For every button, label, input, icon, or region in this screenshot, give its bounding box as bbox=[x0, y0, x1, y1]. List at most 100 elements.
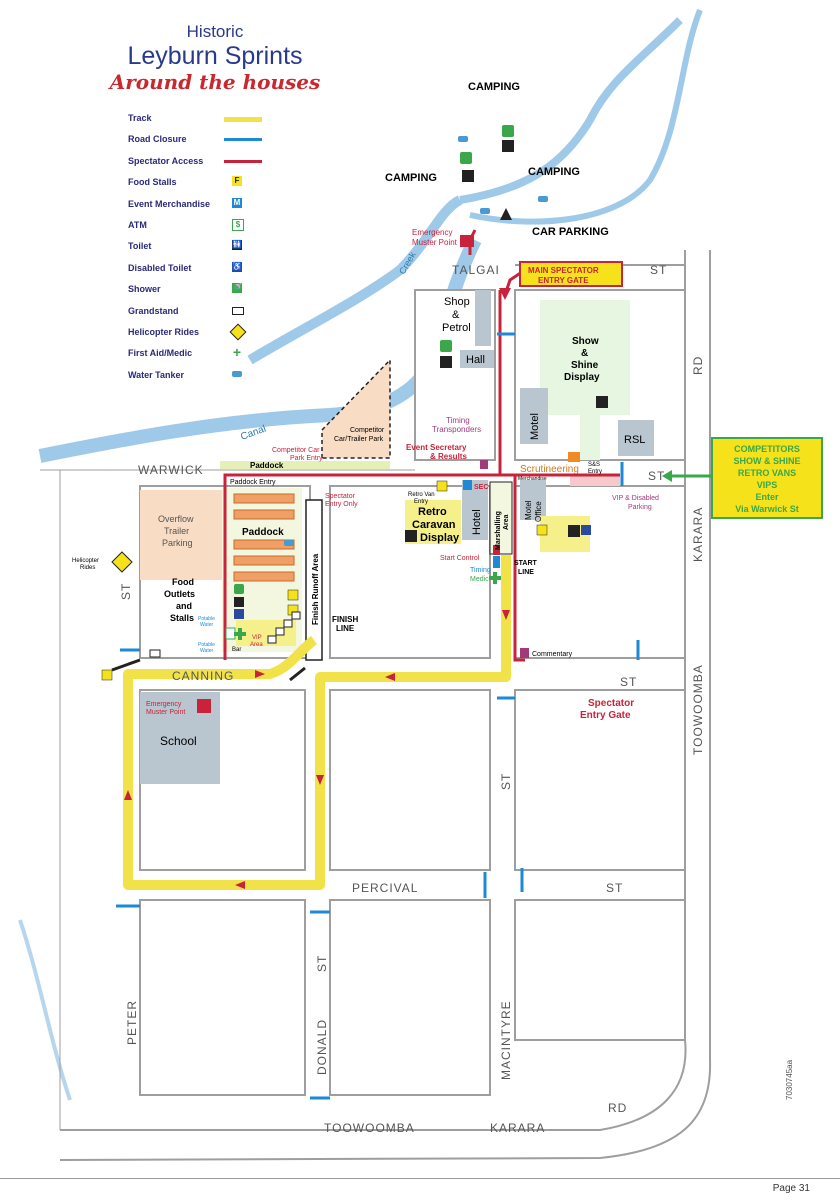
label-start-line-2: LINE bbox=[518, 569, 534, 576]
arrow-competitors-icon bbox=[662, 470, 712, 482]
label-event-sec-1: Event Secretary bbox=[406, 443, 467, 452]
label-emergency-top: Emergency bbox=[412, 228, 452, 237]
label-paddock-main: Paddock bbox=[242, 527, 284, 538]
label-rsl: RSL bbox=[624, 434, 645, 446]
title-leyburn-sprints: Leyburn Sprints bbox=[127, 42, 303, 70]
label-car-parking: CAR PARKING bbox=[532, 226, 609, 238]
label-finish-line-1: FINISH bbox=[332, 615, 358, 624]
toilet-icon bbox=[234, 140, 608, 607]
label-spectator-gate-2: Entry Gate bbox=[580, 710, 631, 721]
label-shop-2: & bbox=[452, 309, 460, 321]
label-food-3: and bbox=[176, 601, 192, 611]
label-potable-3: Potable bbox=[198, 642, 215, 648]
label-camping-1: CAMPING bbox=[468, 81, 520, 93]
motel-building bbox=[520, 388, 548, 444]
competitors-line-3: RETRO VANS bbox=[738, 468, 796, 478]
street-karara-bottom: KARARA bbox=[490, 1121, 545, 1135]
label-finish-runoff: Finish Runoff Area bbox=[311, 553, 320, 625]
label-vip-disabled-1: VIP & Disabled bbox=[612, 495, 659, 502]
toowoomba-karara-road-inner bbox=[59, 250, 712, 1161]
merchandise-icon: M bbox=[232, 197, 242, 208]
emergency-muster-school-icon bbox=[197, 699, 211, 713]
label-emergency-school-2: Muster Point bbox=[146, 709, 185, 716]
label-timing-medic-2: Medic bbox=[470, 576, 489, 583]
street-toowoomba-bottom: TOOWOOMBA bbox=[324, 1121, 415, 1135]
label-spectator-gate-1: Spectator bbox=[588, 698, 634, 709]
track-line-icon bbox=[224, 117, 262, 122]
street-karara-right: KARARA bbox=[691, 507, 705, 562]
rsl-building bbox=[618, 420, 654, 456]
helicopter-icon bbox=[229, 323, 247, 341]
label-emergency-school-1: Emergency bbox=[146, 701, 182, 708]
water-tanker-icon bbox=[232, 370, 242, 377]
label-show-3: Shine bbox=[571, 360, 599, 371]
label-timing-1: Timing bbox=[446, 416, 470, 425]
legend-label: Road Closure bbox=[128, 134, 187, 145]
street-toowoomba-right: TOOWOOMBA bbox=[691, 664, 705, 755]
arrow-car-parking-icon bbox=[500, 208, 512, 220]
show-shine-path bbox=[580, 410, 600, 460]
grandstand-icon bbox=[232, 306, 244, 315]
legend-item: Event Merchandise M bbox=[128, 196, 278, 217]
legend-label: Event Merchandise bbox=[128, 198, 211, 209]
arrow-main-gate-icon bbox=[499, 288, 511, 300]
lower-left-creek bbox=[18, 919, 72, 1101]
label-ss-entry-1: S&S bbox=[588, 462, 600, 468]
legend-label: Spectator Access bbox=[128, 155, 204, 166]
label-potable-4: Water bbox=[200, 648, 213, 654]
street-macintyre: MACINTYRE bbox=[499, 1000, 513, 1080]
street-donald-st: ST bbox=[315, 955, 329, 972]
block-gate bbox=[514, 689, 686, 871]
label-retro-2: Caravan bbox=[412, 519, 456, 531]
label-shop-1: Shop bbox=[444, 296, 470, 308]
street-rd-bottom: RD bbox=[608, 1101, 627, 1115]
emergency-muster-point-icon bbox=[460, 235, 474, 247]
legend-item: Grandstand bbox=[128, 303, 278, 324]
paddock-bays bbox=[233, 493, 295, 582]
label-emergency-top-2: Muster Point bbox=[412, 238, 458, 247]
label-paddock-top: Paddock bbox=[250, 461, 284, 470]
label-start-control: Start Control bbox=[440, 555, 480, 562]
legend-item: Shower🚿 bbox=[128, 281, 278, 302]
legend-item: Road Closure bbox=[128, 131, 278, 152]
competitors-box: COMPETITORS SHOW & SHINE RETRO VANS VIPS… bbox=[711, 437, 823, 519]
toilet-icon: 🚻 bbox=[232, 240, 242, 251]
label-show-2: & bbox=[581, 348, 588, 359]
label-spectator-only-2: Entry Only bbox=[325, 501, 358, 508]
competitor-car-park bbox=[321, 358, 391, 459]
label-paddock-entry: Paddock Entry bbox=[230, 479, 276, 486]
legend-label: Disabled Toilet bbox=[128, 262, 192, 273]
map-title: Historic Leyburn Sprints Around the hous… bbox=[100, 22, 330, 94]
label-helicopter-2: Rides bbox=[80, 565, 95, 571]
label-hotel: Hotel bbox=[471, 509, 483, 535]
label-shop-3: Petrol bbox=[442, 322, 471, 334]
label-sec: SEC bbox=[474, 484, 488, 491]
legend-item: First Aid/Medic+ bbox=[128, 345, 278, 366]
street-percival-st: ST bbox=[606, 881, 623, 895]
legend-item: Water Tanker bbox=[128, 367, 278, 388]
block-se bbox=[514, 899, 686, 1041]
overflow-parking bbox=[140, 490, 222, 580]
hall-building bbox=[460, 350, 494, 368]
label-camping-2: CAMPING bbox=[385, 172, 437, 184]
title-around-the-houses: Around the houses bbox=[109, 70, 321, 94]
legend-label: Grandstand bbox=[128, 305, 179, 316]
disabled-toilet-icon: ♿ bbox=[232, 261, 242, 272]
shop-building bbox=[475, 290, 491, 346]
side-code: 7030745aa bbox=[785, 1059, 794, 1100]
block-sw bbox=[139, 899, 306, 1096]
merchandise-icon bbox=[463, 480, 472, 490]
legend-label: Track bbox=[128, 113, 152, 123]
label-overflow-3: Parking bbox=[162, 538, 193, 548]
competitors-line-6: Via Warwick St bbox=[735, 504, 799, 514]
main-gate-box bbox=[519, 261, 623, 287]
label-potable-2: Water bbox=[200, 622, 213, 628]
shower-icon: 🚿 bbox=[232, 283, 242, 294]
legend-label: Water Tanker bbox=[128, 369, 185, 380]
label-food-1: Food bbox=[172, 577, 194, 587]
legend-label: ATM bbox=[128, 219, 147, 230]
label-school: School bbox=[160, 734, 197, 748]
label-timing-2: Transponders bbox=[432, 425, 481, 434]
